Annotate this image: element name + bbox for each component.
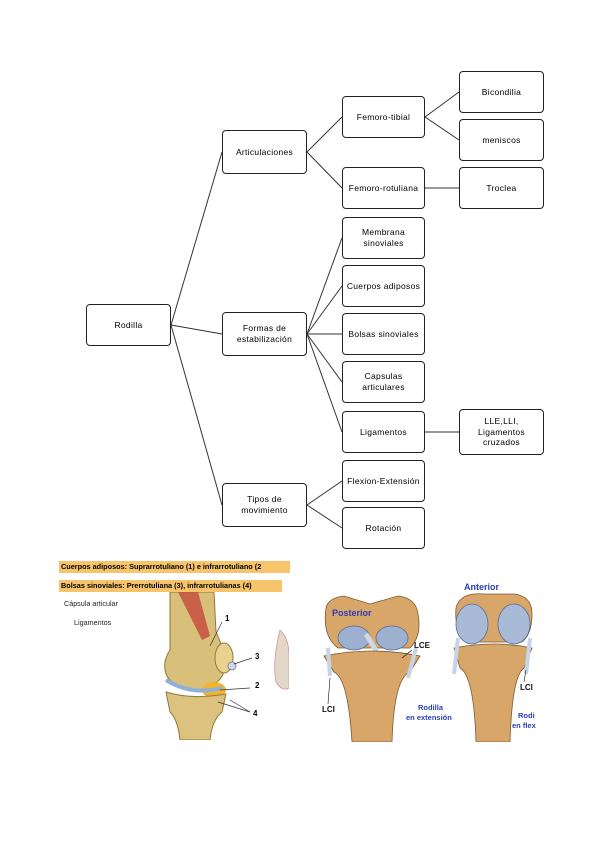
label-1: 1	[225, 614, 230, 623]
node-rodilla-label: Rodilla	[114, 319, 143, 330]
node-ligamentos-label: Ligamentos	[360, 426, 407, 437]
bursa-shape	[227, 661, 237, 671]
node-troclea-label: Troclea	[486, 182, 517, 193]
caption-right-line2: en flex	[512, 721, 537, 730]
node-ligamentos-detalle: LLE,LLI, Ligamentos cruzados	[459, 409, 544, 455]
node-tipos-movimiento: Tipos de movimiento	[222, 483, 307, 527]
knee-sagittal-figure: 1 2 3 4	[152, 592, 289, 740]
label-lce: LCE	[414, 641, 431, 650]
label-lci-left: LCI	[322, 705, 335, 714]
node-troclea: Troclea	[459, 167, 544, 209]
node-bolsas-sinoviales: Bolsas sinoviales	[342, 313, 425, 355]
label-3: 3	[255, 652, 260, 661]
label-anterior: Anterior	[464, 582, 500, 592]
node-meniscos-label: meniscos	[482, 134, 521, 145]
node-capsulas-label: Capsulas articulares	[362, 371, 405, 392]
node-ligamentos-detalle-label: LLE,LLI, Ligamentos cruzados	[478, 416, 525, 448]
node-bicondilia-label: Bicondilia	[481, 86, 522, 97]
caption-left-line2: en extensión	[406, 713, 452, 722]
label-4: 4	[253, 709, 258, 718]
node-flexion-extension: Flexion-Extensión	[342, 460, 425, 502]
node-membrana-label: Membrana sinoviales	[361, 227, 406, 248]
node-rotacion: Rotación	[342, 507, 425, 549]
muscle-shape	[178, 592, 210, 640]
node-membrana-sinoviales: Membrana sinoviales	[342, 217, 425, 259]
caption-left-line1: Rodilla	[418, 703, 444, 712]
node-formas-label: Formas de estabilización	[236, 323, 293, 344]
node-bolsas-label: Bolsas sinoviales	[348, 328, 419, 339]
node-femoro-tibial-label: Femoro-tibial	[356, 111, 411, 122]
note-cuerpos-adiposos: Cuerpos adiposos: Suprarrotuliano (1) e …	[59, 561, 290, 573]
tibia-shape	[165, 691, 227, 740]
node-rotacion-label: Rotación	[365, 522, 402, 533]
caption-right-line1: Rodi	[518, 711, 535, 720]
node-femoro-tibial: Femoro-tibial	[342, 96, 425, 138]
anterior-knee-drawing	[452, 593, 533, 742]
node-bicondilia: Bicondilia	[459, 71, 544, 113]
node-formas-estabilizacion: Formas de estabilización	[222, 312, 307, 356]
label-2: 2	[255, 681, 260, 690]
node-cuerpos-adiposos: Cuerpos adiposos	[342, 265, 425, 307]
note-ligamentos: Ligamentos	[74, 618, 112, 627]
node-ligamentos: Ligamentos	[342, 411, 425, 453]
note-capsula-articular: Cápsula articular	[64, 599, 118, 608]
label-posterior: Posterior	[332, 608, 372, 618]
node-articulaciones: Articulaciones	[222, 130, 307, 174]
node-cuerpos-label: Cuerpos adiposos	[346, 280, 421, 291]
posterior-knee-drawing	[323, 595, 421, 742]
tree-connectors	[170, 91, 460, 529]
node-meniscos: meniscos	[459, 119, 544, 161]
node-femoro-rotuliana-label: Femoro-rotuliana	[348, 182, 419, 193]
node-tipos-label: Tipos de movimiento	[241, 494, 288, 515]
node-rodilla: Rodilla	[86, 304, 171, 346]
node-femoro-rotuliana: Femoro-rotuliana	[342, 167, 425, 209]
node-articulaciones-label: Articulaciones	[235, 146, 294, 157]
note-bolsas-sinoviales: Bolsas sinoviales: Prerrotuliana (3), in…	[59, 580, 282, 592]
cartilage-shape	[164, 678, 223, 693]
label-lci-right: LCI	[520, 683, 533, 692]
node-flexion-label: Flexion-Extensión	[347, 475, 420, 486]
knee-ligaments-figure: Posterior Anterior LCE LCI LCI Rodilla e…	[318, 578, 540, 742]
node-capsulas-articulares: Capsulas articulares	[342, 361, 425, 403]
